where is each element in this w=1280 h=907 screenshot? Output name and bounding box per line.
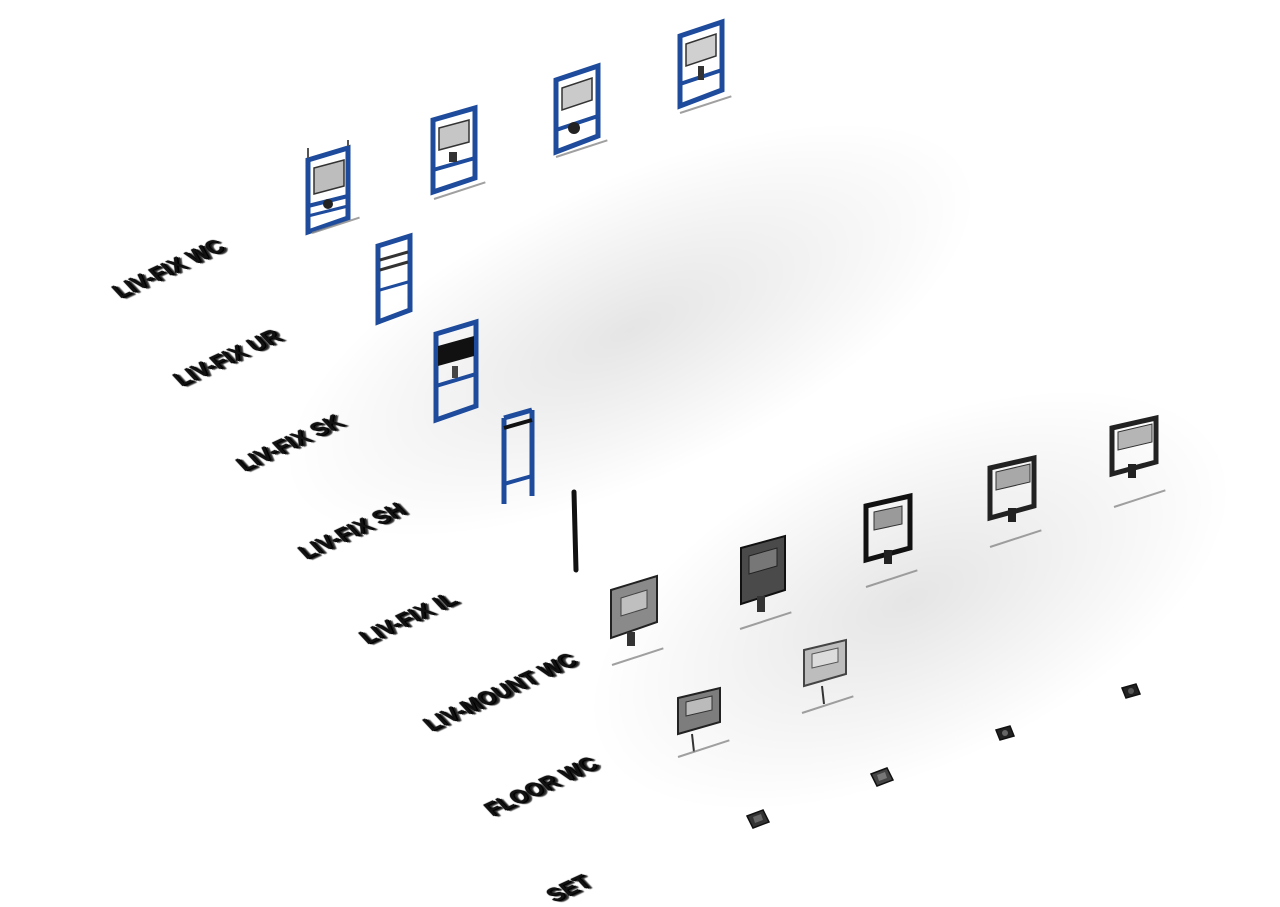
flush-plate-icon <box>745 809 771 829</box>
wc-frame-icon <box>677 18 725 110</box>
sink-frame-icon <box>433 318 479 424</box>
flush-plate-icon <box>1120 683 1142 699</box>
cistern-icon <box>740 534 786 612</box>
row-label-liv-fix-il: LIV-FIX IL <box>354 588 463 649</box>
urinal-frame-icon <box>375 232 413 326</box>
row-label-floor-wc: FLOOR WC <box>479 752 604 821</box>
wc-frame-icon <box>430 104 478 196</box>
row-label-liv-fix-sh: LIV-FIX SH <box>293 498 411 564</box>
shower-frame-icon <box>501 407 535 504</box>
wc-frame-icon <box>553 62 601 156</box>
cistern-icon <box>677 686 721 753</box>
wc-frame-icon <box>305 140 351 236</box>
row-label-liv-mount-wc: LIV-MOUNT WC <box>418 649 582 736</box>
rail-icon <box>571 489 579 573</box>
row-label-liv-fix-sk: LIV-FIX SK <box>231 410 349 476</box>
cistern-icon <box>803 638 847 705</box>
cistern-icon <box>1109 414 1159 478</box>
cistern-icon <box>987 454 1037 522</box>
row-label-liv-fix-wc: LIV-FIX WC <box>107 235 230 303</box>
cistern-icon <box>610 574 658 646</box>
flush-plate-icon <box>994 725 1016 741</box>
flush-plate-icon <box>869 767 895 787</box>
row-label-liv-fix-ur: LIV-FIX UR <box>168 325 287 391</box>
row-label-set: SET <box>541 870 597 907</box>
cistern-icon <box>863 492 913 564</box>
